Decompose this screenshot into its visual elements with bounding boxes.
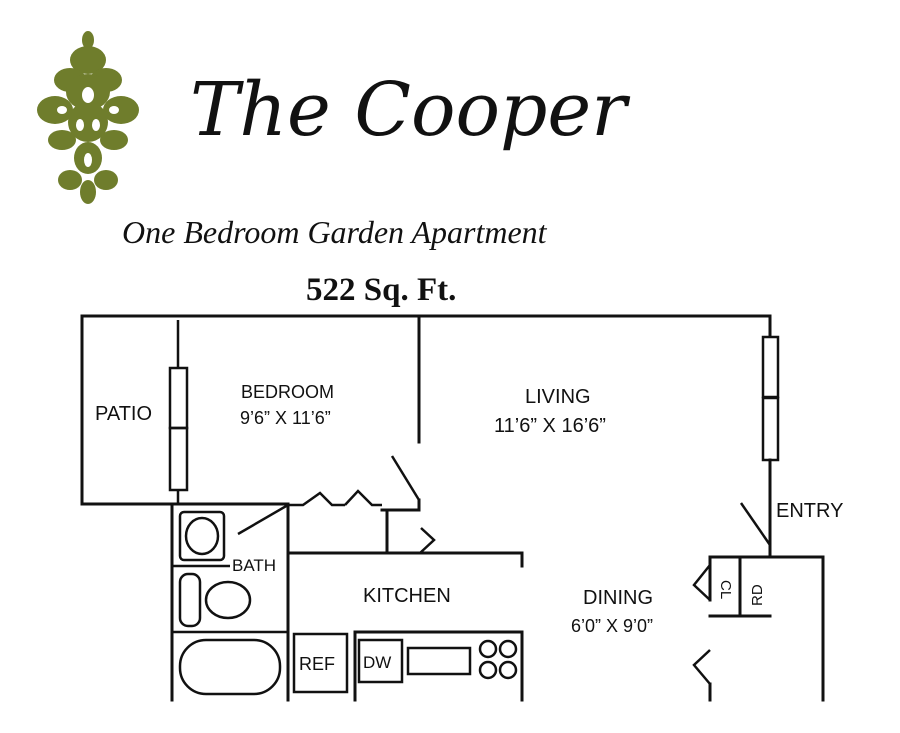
door-swings (237, 455, 772, 685)
page-title: The Cooper (190, 67, 631, 153)
page-subtitle: One Bedroom Garden Apartment (122, 214, 548, 250)
bedroom-label: BEDROOM (241, 382, 334, 402)
kitchen-appliances (292, 632, 518, 694)
patio-label: PATIO (95, 403, 152, 425)
bath-label: BATH (232, 556, 276, 575)
dishwasher-label: DW (363, 653, 391, 672)
refrigerator-label: REF (299, 654, 335, 674)
patio-sliding-door (168, 320, 189, 504)
closet-label: CL (717, 580, 734, 599)
bath-fixtures (178, 510, 282, 696)
kitchen-label: KITCHEN (363, 585, 451, 607)
living-dimensions: 11’6” X 16’6” (494, 415, 606, 437)
dining-label: DINING (583, 587, 653, 609)
dining-dimensions: 6’0” X 9’0” (571, 616, 653, 636)
floor-plan-walls (80, 314, 825, 702)
entry-label: ENTRY (776, 500, 843, 522)
living-label: LIVING (525, 386, 591, 408)
rd-label: RD (749, 584, 766, 606)
square-footage: 522 Sq. Ft. (306, 272, 456, 308)
living-window (761, 335, 780, 462)
damask-ornament-icon (37, 31, 139, 204)
bedroom-dimensions: 9’6” X 11’6” (240, 408, 331, 428)
